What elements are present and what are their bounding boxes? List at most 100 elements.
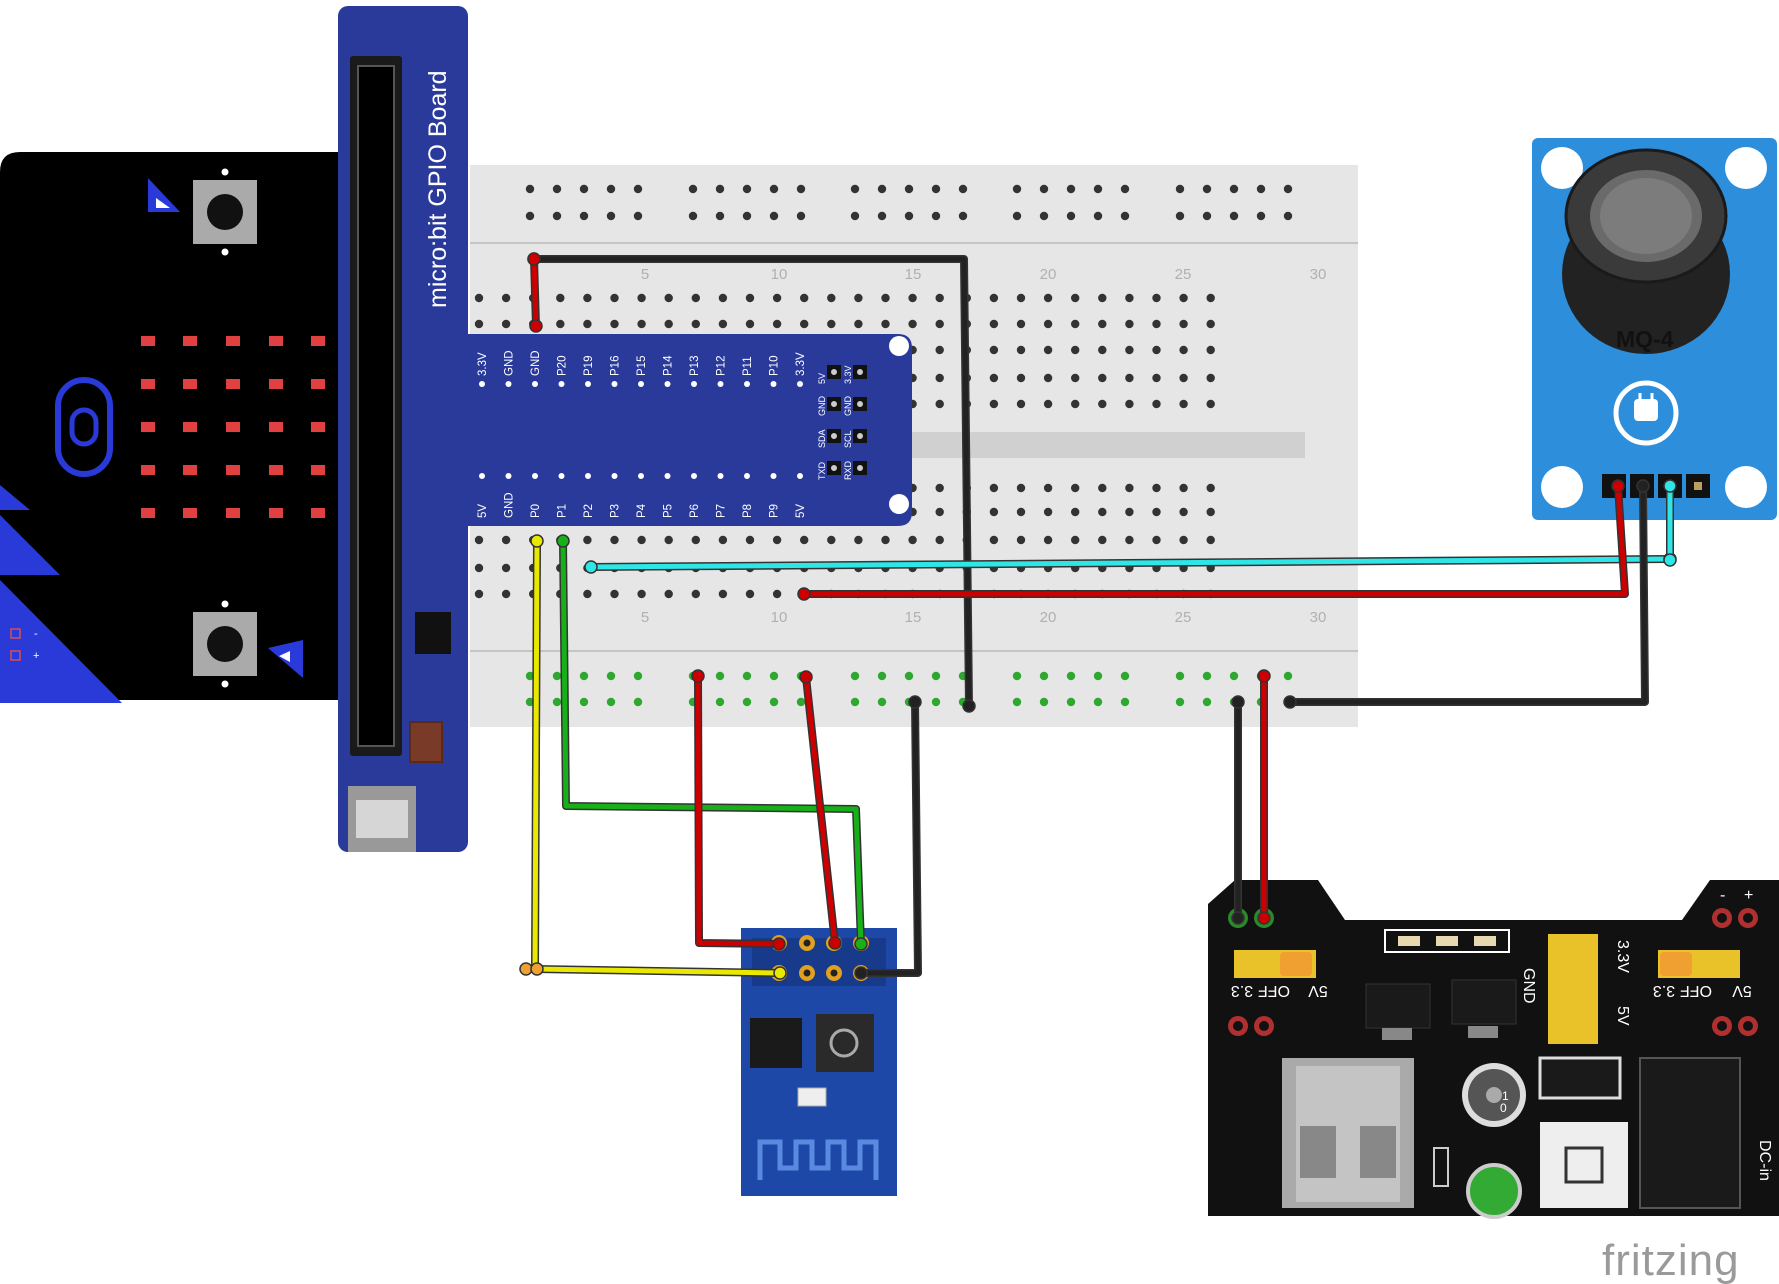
breadboard-hole — [772, 293, 782, 303]
jumper-label: OFF — [1680, 982, 1712, 999]
breadboard-hole — [769, 697, 779, 707]
breadboard-hole — [474, 293, 484, 303]
gpio-pin — [744, 381, 750, 387]
gpio-pin — [479, 473, 485, 479]
column-label: 5 — [641, 609, 649, 626]
breadboard-hole — [1206, 535, 1215, 545]
breadboard-hole — [1175, 671, 1185, 681]
breadboard-hole — [1071, 507, 1080, 517]
gpio-bottom-pin-label: P4 — [636, 503, 648, 518]
breadboard-hole — [688, 211, 698, 221]
breadboard-hole — [610, 589, 619, 599]
breadboard-hole — [1125, 293, 1134, 303]
wire-end — [691, 669, 705, 683]
gpio-top-pin-label: P20 — [557, 356, 569, 376]
wire-mq4-gnd[interactable] — [1290, 485, 1648, 705]
breadboard-hole — [1179, 399, 1188, 409]
wire-end — [1611, 479, 1625, 493]
breadboard-hole — [552, 184, 562, 194]
breadboard-hole — [854, 535, 863, 545]
breadboard-hole — [1071, 483, 1080, 493]
gpio-pin — [797, 473, 803, 479]
wire-end — [530, 534, 544, 548]
column-label: 10 — [771, 266, 788, 283]
gpio-bottom-pin-label: P9 — [769, 504, 781, 518]
wire-mq4-vcc[interactable] — [804, 485, 1628, 597]
breadboard-hole — [742, 671, 752, 681]
breadboard-hole — [800, 535, 809, 545]
breadboard-hole — [1175, 211, 1185, 221]
esp-chip — [816, 1014, 874, 1072]
breadboard-hole — [1283, 184, 1293, 194]
wire-mq4-signal[interactable] — [590, 556, 1671, 570]
gpio-pin — [744, 473, 750, 479]
pin-sign: - — [1720, 887, 1725, 904]
gpio-top-pin-label: P16 — [610, 356, 622, 376]
breadboard-hole — [1039, 671, 1049, 681]
gpio-top-pin-label: P13 — [689, 356, 701, 376]
breadboard-hole — [718, 589, 728, 599]
breadboard-hole — [745, 293, 755, 303]
breadboard-hole — [935, 345, 944, 355]
breadboard-hole — [1016, 319, 1026, 329]
gpio-side-pin-label: SDA — [817, 429, 827, 448]
gpio-side-pin-label: RXD — [843, 460, 853, 480]
breadboard-hole — [664, 319, 673, 329]
wire-esp-vcc[interactable] — [695, 675, 780, 947]
wire-esp-red2[interactable] — [803, 676, 838, 944]
gpio-top-pin-label: GND — [504, 350, 516, 376]
breadboard-hole — [935, 319, 944, 329]
breadboard-hole — [501, 589, 511, 599]
breadboard-hole — [637, 535, 646, 545]
pot-label: 0 — [1500, 1101, 1507, 1115]
breadboard-hole — [1152, 319, 1161, 329]
breadboard-hole — [1175, 697, 1185, 707]
breadboard-hole — [691, 589, 700, 599]
breadboard-hole — [579, 697, 589, 707]
voltage-selector[interactable] — [1548, 934, 1598, 1044]
breadboard-hole — [904, 211, 914, 221]
breadboard-hole — [772, 319, 782, 329]
breadboard-hole — [501, 319, 511, 329]
breadboard-hole — [579, 184, 589, 194]
breadboard-hole — [1016, 373, 1026, 383]
breadboard-hole — [881, 535, 890, 545]
breadboard-hole — [1043, 373, 1053, 383]
led — [183, 422, 197, 432]
wire-end — [1231, 695, 1245, 709]
wire-end — [772, 937, 786, 951]
breadboard-hole — [904, 184, 914, 194]
voltage-label: 5V — [1614, 1006, 1631, 1026]
gpio-pin — [505, 473, 512, 479]
breadboard-hole — [1043, 319, 1053, 329]
wire-end — [1257, 669, 1271, 683]
breadboard-hole — [1125, 319, 1134, 329]
breadboard-hole — [1179, 535, 1188, 545]
wire-gnd-link[interactable] — [531, 258, 539, 327]
breadboard-hole — [1039, 184, 1049, 194]
breadboard-hole — [989, 507, 999, 517]
breadboard-hole — [745, 535, 755, 545]
breadboard-hole — [742, 697, 752, 707]
wire-esp-gnd[interactable] — [861, 701, 921, 976]
breadboard-hole — [525, 211, 535, 221]
led — [183, 336, 197, 346]
led — [226, 465, 240, 475]
breadboard-hole — [606, 184, 616, 194]
gpio-top-pin-label: P19 — [583, 356, 595, 376]
breadboard-hole — [637, 589, 646, 599]
power-switch[interactable] — [1540, 1122, 1628, 1208]
jumper-label: 3.3 — [1231, 982, 1253, 999]
gpio-pin — [717, 381, 724, 387]
column-label: 20 — [1040, 609, 1057, 626]
breadboard-hole — [1016, 483, 1026, 493]
breadboard-hole — [1202, 211, 1212, 221]
breadboard-hole — [1071, 535, 1080, 545]
gpio-side-pin-label: 5V — [817, 373, 827, 384]
breadboard-hole — [715, 184, 725, 194]
wire-gnd-top[interactable] — [534, 256, 972, 707]
wire-p1-green[interactable] — [560, 540, 864, 945]
wire-end — [773, 966, 787, 980]
breadboard-hole — [1125, 399, 1134, 409]
breadboard-hole — [1202, 697, 1212, 707]
